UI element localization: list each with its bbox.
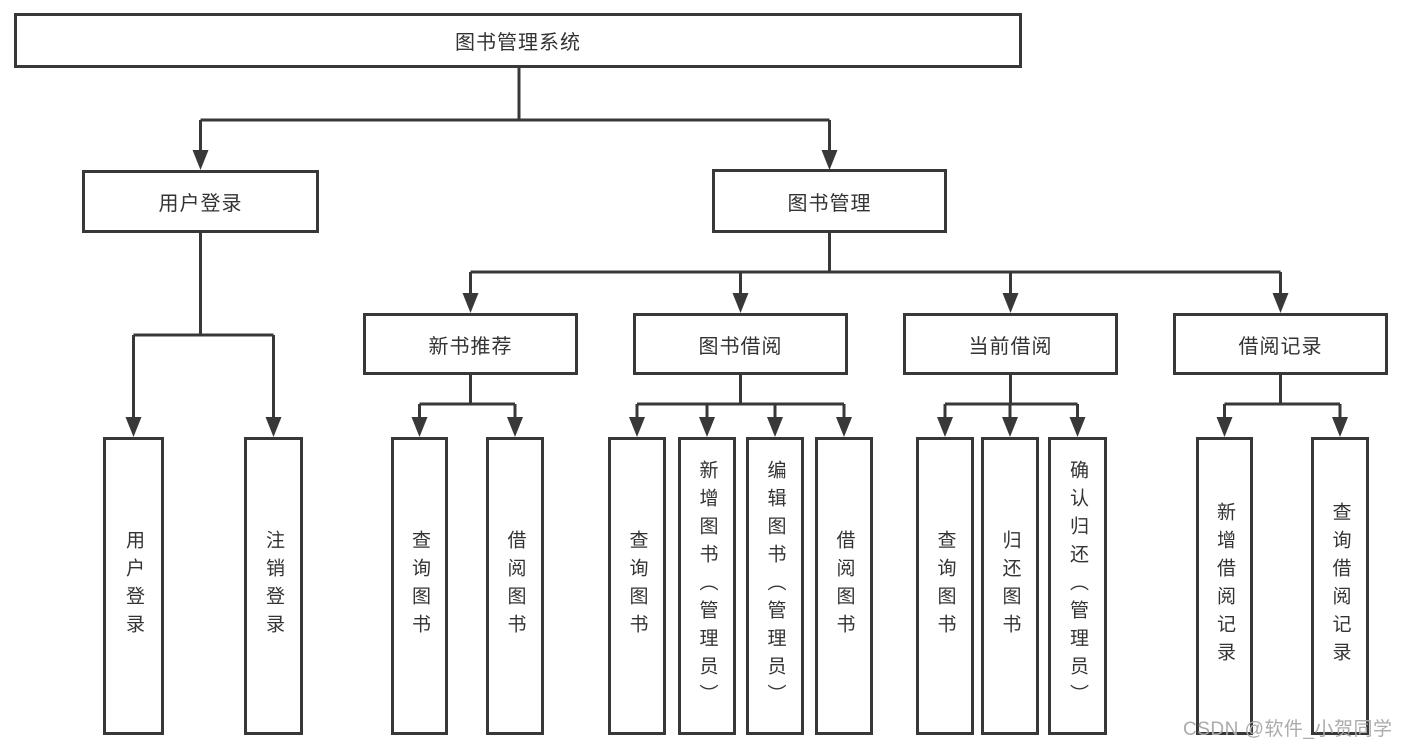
leaf-edit-books-admin-label: 编辑图书（管理员） <box>764 460 786 712</box>
leaf-confirm-return-admin-label: 确认归还（管理员） <box>1067 460 1088 712</box>
leaf-query-books-recommend: 查询图书 <box>391 437 448 735</box>
node-book-borrowing-label: 图书借阅 <box>698 335 783 358</box>
leaf-add-books-admin: 新增图书（管理员） <box>678 437 736 735</box>
leaf-query-borrow-record: 查询借阅记录 <box>1311 437 1369 735</box>
leaf-add-borrow-record-label: 新增借阅记录 <box>1214 502 1235 670</box>
leaf-query-books-borrowing: 查询图书 <box>608 437 666 735</box>
node-user-login-label: 用户登录 <box>158 193 243 215</box>
node-current-borrowing: 当前借阅 <box>903 313 1118 375</box>
leaf-query-books-recommend-label: 查询图书 <box>409 530 430 642</box>
node-new-book-recommend: 新书推荐 <box>363 313 578 375</box>
node-new-book-recommend-label: 新书推荐 <box>428 335 513 358</box>
node-borrowing-records-label: 借阅记录 <box>1238 335 1323 358</box>
node-borrowing-records: 借阅记录 <box>1173 313 1388 375</box>
node-root: 图书管理系统 <box>14 13 1022 68</box>
arrowheads <box>125 150 1348 437</box>
leaf-add-books-admin-label: 新增图书（管理员） <box>696 460 718 712</box>
leaf-logout: 注销登录 <box>244 437 303 735</box>
leaf-borrow-books-recommend: 借阅图书 <box>486 437 544 735</box>
leaf-query-books-current-label: 查询图书 <box>934 530 956 642</box>
leaf-query-books-borrowing-label: 查询图书 <box>626 530 648 642</box>
leaf-logout-label: 注销登录 <box>263 530 284 642</box>
leaf-query-borrow-record-label: 查询借阅记录 <box>1329 502 1351 670</box>
leaf-borrow-books-recommend-label: 借阅图书 <box>504 530 526 642</box>
leaf-borrow-books-borrowing: 借阅图书 <box>815 437 873 735</box>
node-book-borrowing: 图书借阅 <box>633 313 848 375</box>
leaf-borrow-books-borrowing-label: 借阅图书 <box>833 530 855 642</box>
leaf-edit-books-admin: 编辑图书（管理员） <box>746 437 804 735</box>
leaf-query-books-current: 查询图书 <box>916 437 974 735</box>
node-user-login: 用户登录 <box>82 170 319 233</box>
watermark: CSDN @软件_小贺同学 <box>1183 719 1393 740</box>
leaf-user-login-label: 用户登录 <box>123 530 144 642</box>
leaf-add-borrow-record: 新增借阅记录 <box>1196 437 1253 735</box>
leaf-return-books-label: 归还图书 <box>999 530 1021 642</box>
leaf-return-books: 归还图书 <box>981 437 1039 735</box>
leaf-user-login: 用户登录 <box>103 437 164 735</box>
leaf-confirm-return-admin: 确认归还（管理员） <box>1048 437 1107 735</box>
node-current-borrowing-label: 当前借阅 <box>968 335 1053 358</box>
node-book-management-label: 图书管理 <box>787 192 872 215</box>
node-book-management: 图书管理 <box>712 169 947 233</box>
node-root-label: 图书管理系统 <box>455 32 581 54</box>
